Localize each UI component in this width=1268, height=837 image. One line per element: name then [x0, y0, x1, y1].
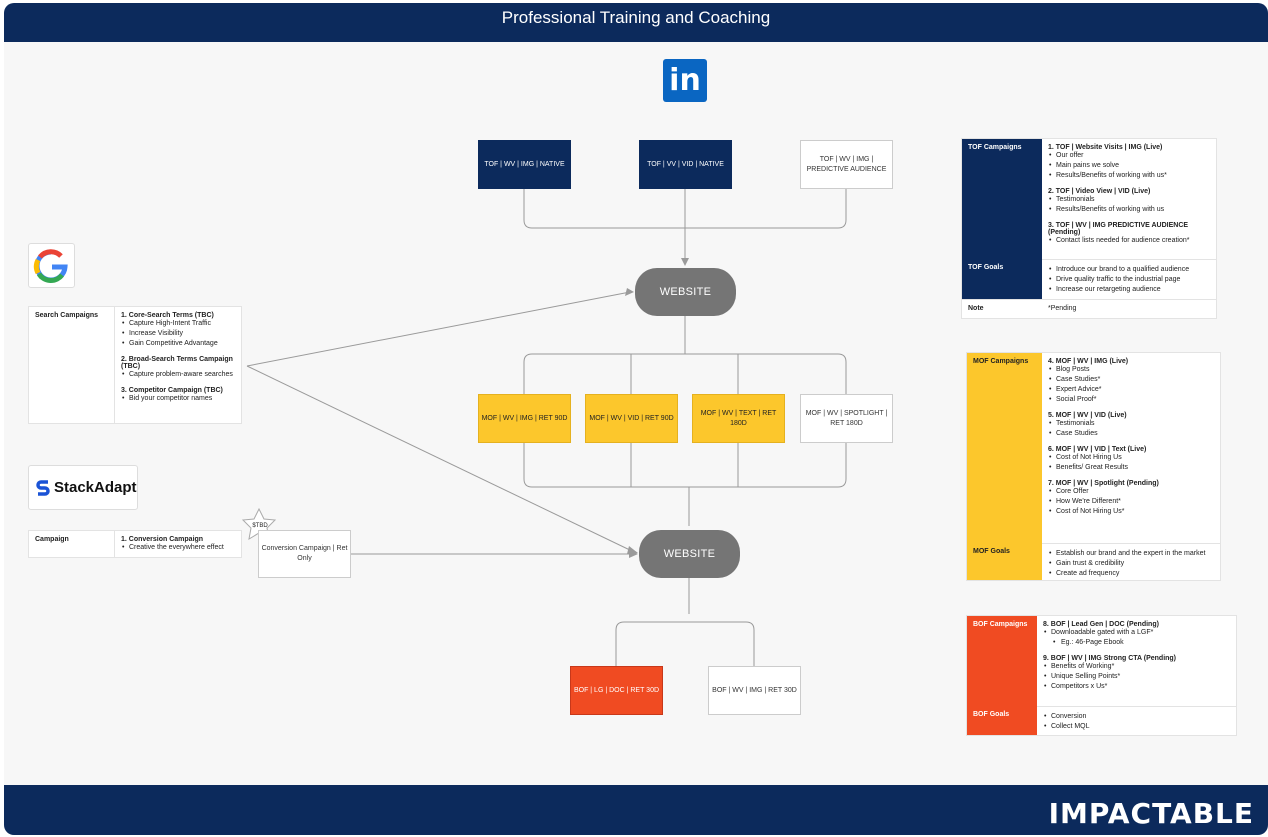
- list-item: Cost of Not Hiring Us: [1048, 453, 1214, 463]
- goal-item: Collect MQL: [1043, 722, 1230, 732]
- tof-box-3: TOF | WV | IMG | PREDICTIVE AUDIENCE: [800, 140, 893, 189]
- search-campaigns-table: Search Campaigns 1. Core-Search Terms (T…: [28, 306, 242, 424]
- goal-item: Introduce our brand to a qualified audie…: [1048, 265, 1210, 275]
- list-item: Benefits of Working*: [1043, 662, 1230, 672]
- list-item: Core Offer: [1048, 487, 1214, 497]
- bof-panel: BOF Campaigns 8. BOF | Lead Gen | DOC (P…: [966, 615, 1237, 736]
- list-item: Results/Benefits of working with us: [1048, 205, 1210, 215]
- list-item: Gain Competitive Advantage: [121, 339, 235, 349]
- page-title: Professional Training and Coaching: [4, 3, 1268, 42]
- bof-campaigns-label: BOF Campaigns: [973, 621, 1028, 628]
- goal-item: Establish our brand and the expert in th…: [1048, 549, 1214, 559]
- list-item: Main pains we solve: [1048, 161, 1210, 171]
- website-hub-top: WEBSITE: [635, 268, 736, 316]
- list-item: Case Studies: [1048, 429, 1214, 439]
- impactable-logo: IMPACTABLE: [1048, 797, 1254, 830]
- stackadapt-logo: StackAdapt: [28, 465, 138, 510]
- list-item: Capture High-Intent Traffic: [121, 319, 235, 329]
- goal-item: Conversion: [1043, 712, 1230, 722]
- goal-item: Drive quality traffic to the industrial …: [1048, 275, 1210, 285]
- search-campaigns-label: Search Campaigns: [35, 312, 99, 319]
- note-label: Note: [968, 305, 984, 312]
- group-title: 1. Core-Search Terms (TBC): [121, 312, 214, 319]
- stackadapt-icon: [36, 479, 50, 497]
- campaign-label: Campaign: [35, 536, 69, 543]
- mof-box-2: MOF | WV | VID | RET 90D: [585, 394, 678, 443]
- goal-item: Gain trust & credibility: [1048, 559, 1214, 569]
- list-item: Creative the everywhere effect: [121, 543, 235, 553]
- stackadapt-conversion-box: Conversion Campaign | Ret Only: [258, 530, 351, 578]
- group-title: 4. MOF | WV | IMG (Live): [1048, 358, 1129, 365]
- goal-item: Increase our retargeting audience: [1048, 285, 1210, 295]
- google-g-icon: [33, 249, 68, 284]
- mof-box-4: MOF | WV | SPOTLIGHT | RET 180D: [800, 394, 893, 443]
- list-item: Testimonials: [1048, 195, 1210, 205]
- group-title: 3. TOF | WV | IMG PREDICTIVE AUDIENCE (P…: [1048, 222, 1189, 236]
- stackadapt-campaign-table: Campaign 1. Conversion Campaign Creative…: [28, 530, 242, 558]
- list-item: Downloadable gated with a LGF*: [1043, 628, 1230, 638]
- tof-panel: TOF Campaigns 1. TOF | Website Visits | …: [961, 138, 1217, 319]
- bof-box-1: BOF | LG | DOC | RET 30D: [570, 666, 663, 715]
- mof-box-3: MOF | WV | TEXT | RET 180D: [692, 394, 785, 443]
- list-item: Unique Selling Points*: [1043, 672, 1230, 682]
- mof-goals-label: MOF Goals: [973, 548, 1010, 555]
- list-item: How We're Different*: [1048, 497, 1214, 507]
- list-item: Our offer: [1048, 151, 1210, 161]
- website-hub-bottom: WEBSITE: [639, 530, 740, 578]
- group-title: 3. Competitor Campaign (TBC): [121, 387, 223, 394]
- list-item: Competitors x Us*: [1043, 682, 1230, 692]
- tof-goals-label: TOF Goals: [968, 264, 1004, 271]
- tof-campaigns-label: TOF Campaigns: [968, 144, 1022, 151]
- sub-list-item: Eg.: 46-Page Ebook: [1043, 638, 1230, 648]
- group-title: 5. MOF | WV | VID (Live): [1048, 412, 1127, 419]
- group-title: 7. MOF | WV | Spotlight (Pending): [1048, 480, 1159, 487]
- tof-box-2: TOF | VV | VID | NATIVE: [639, 140, 732, 189]
- mof-panel: MOF Campaigns 4. MOF | WV | IMG (Live) B…: [966, 352, 1221, 581]
- group-title: 1. Conversion Campaign: [121, 536, 204, 543]
- list-item: Testimonials: [1048, 419, 1214, 429]
- group-title: 8. BOF | Lead Gen | DOC (Pending): [1043, 621, 1159, 628]
- list-item: Case Studies*: [1048, 375, 1214, 385]
- google-logo: [28, 243, 75, 288]
- group-title: 2. Broad-Search Terms Campaign (TBC): [121, 356, 233, 370]
- group-title: 2. TOF | Video View | VID (Live): [1048, 188, 1151, 195]
- linkedin-logo: in: [663, 59, 707, 102]
- footer-bar: IMPACTABLE: [4, 785, 1268, 835]
- mof-campaigns-label: MOF Campaigns: [973, 358, 1029, 365]
- list-item: Results/Benefits of working with us*: [1048, 171, 1210, 181]
- goal-item: Create ad frequency: [1048, 569, 1214, 579]
- stackadapt-wordmark: StackAdapt: [54, 479, 137, 496]
- list-item: Cost of Not Hiring Us*: [1048, 507, 1214, 517]
- mof-box-1: MOF | WV | IMG | RET 90D: [478, 394, 571, 443]
- note-text: *Pending: [1048, 305, 1077, 312]
- group-title: 9. BOF | WV | IMG Strong CTA (Pending): [1043, 655, 1177, 662]
- list-item: Increase Visibility: [121, 329, 235, 339]
- list-item: Bid your competitor names: [121, 394, 235, 404]
- list-item: Blog Posts: [1048, 365, 1214, 375]
- group-title: 6. MOF | WV | VID | Text (Live): [1048, 446, 1147, 453]
- bof-box-2: BOF | WV | IMG | RET 30D: [708, 666, 801, 715]
- search-campaigns-list: 1. Core-Search Terms (TBC) Capture High-…: [115, 307, 241, 409]
- tbd-badge-label: $TBD: [252, 523, 268, 529]
- list-item: Social Proof*: [1048, 395, 1214, 405]
- list-item: Benefits/ Great Results: [1048, 463, 1214, 473]
- tof-box-1: TOF | WV | IMG | NATIVE: [478, 140, 571, 189]
- bof-goals-label: BOF Goals: [973, 711, 1010, 718]
- list-item: Expert Advice*: [1048, 385, 1214, 395]
- list-item: Contact lists needed for audience creati…: [1048, 236, 1210, 246]
- list-item: Capture problem-aware searches: [121, 370, 235, 380]
- group-title: 1. TOF | Website Visits | IMG (Live): [1048, 144, 1163, 151]
